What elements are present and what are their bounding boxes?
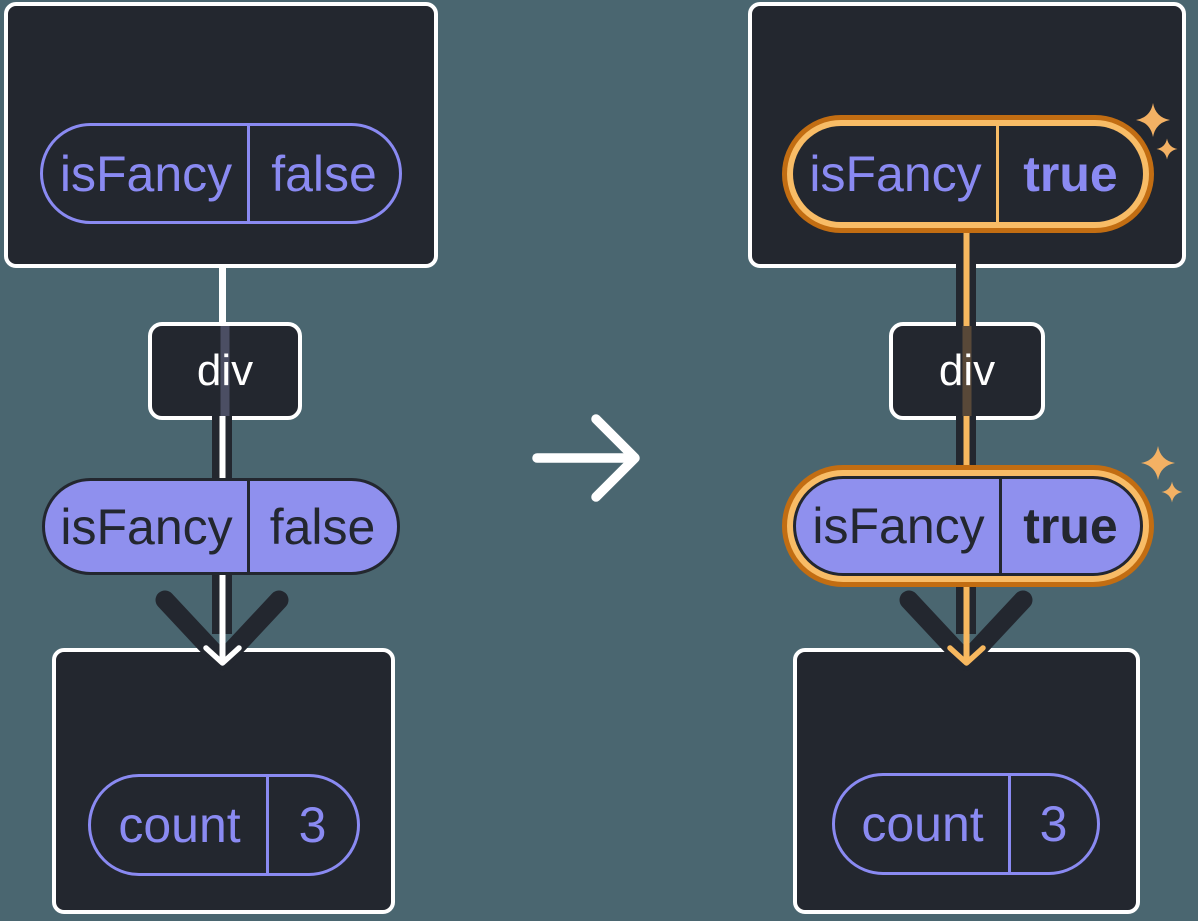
pill-divider (266, 777, 269, 873)
sparkle-icon (1141, 446, 1175, 480)
div-element-box-before: div (148, 322, 302, 420)
pill-divider (247, 481, 250, 572)
arrow-shaft (212, 416, 232, 482)
div-label-after: div (938, 346, 996, 395)
state-name: count (861, 796, 984, 852)
counter-state-pill-before: count 3 (88, 774, 360, 876)
app-prop-pill-after-highlighted: isFancy true (793, 126, 1143, 222)
connector-line (219, 266, 226, 326)
arrow-core-highlight (963, 416, 970, 482)
arrow-core (219, 572, 226, 660)
div-label-before: div (196, 346, 254, 395)
pill-divider (999, 479, 1002, 573)
prop-value: false (271, 145, 377, 202)
arrow-core (219, 416, 226, 482)
sparkle-icon (1161, 481, 1183, 503)
passed-prop-pill-before: isFancy false (42, 478, 400, 575)
pill-divider (247, 126, 250, 221)
pass-through-stripe (962, 326, 972, 416)
prop-name: isFancy (60, 498, 233, 555)
prop-name: isFancy (812, 498, 985, 554)
prop-name: isFancy (809, 146, 982, 202)
prop-value: false (269, 498, 376, 555)
prop-name: isFancy (59, 145, 233, 202)
prop-value: true (1023, 146, 1118, 202)
passed-prop-pill-after-highlighted: isFancy true (793, 476, 1143, 576)
pill-divider (996, 126, 999, 222)
counter-state-pill-after: count 3 (832, 773, 1100, 875)
arrow-shaft (956, 572, 976, 634)
pill-divider (1008, 776, 1011, 872)
prop-value: true (1023, 498, 1118, 554)
div-element-box-after: div (889, 322, 1045, 420)
arrow-shaft (212, 572, 232, 634)
state-name: count (118, 797, 241, 853)
arrow-core-highlight (963, 572, 970, 660)
arrow-shaft (956, 416, 976, 482)
state-value: 3 (298, 797, 327, 853)
pass-through-stripe (220, 326, 230, 416)
app-prop-pill-before: isFancy false (40, 123, 402, 224)
state-value: 3 (1039, 796, 1068, 852)
right-arrow-icon (532, 414, 640, 502)
